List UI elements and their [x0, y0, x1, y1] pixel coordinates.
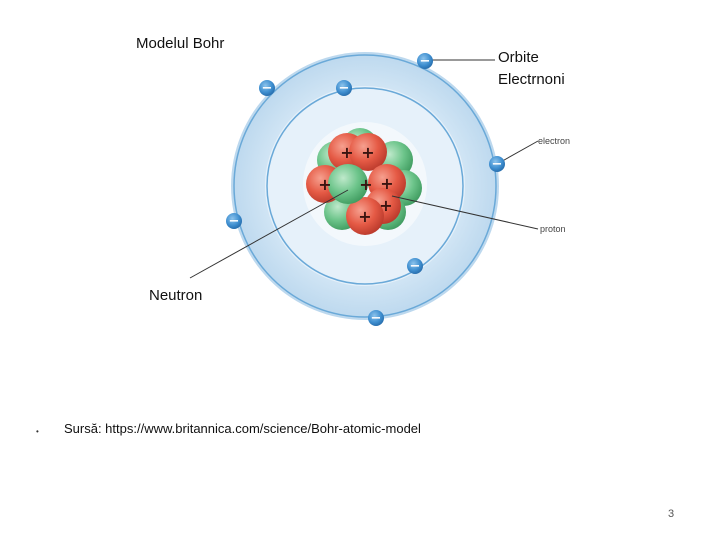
proton-sign: +	[318, 175, 331, 194]
outer-orbit	[233, 54, 497, 318]
proton-sign: +	[359, 175, 372, 194]
proton-sign: +	[361, 143, 374, 162]
source-citation: Sursă: https://www.britannica.com/scienc…	[64, 421, 421, 436]
pointer-line-proton	[391, 195, 539, 230]
electron	[417, 53, 433, 69]
proton	[349, 133, 387, 171]
electrons	[226, 53, 505, 326]
proton-sign: +	[380, 174, 393, 193]
nucleus	[306, 128, 422, 235]
electron-sign: −	[492, 157, 503, 172]
proton	[346, 197, 384, 235]
electron	[368, 310, 384, 326]
electron	[259, 80, 275, 96]
orbit-label-line2: Electrnoni	[498, 71, 565, 88]
neutron-label: Neutron	[149, 287, 203, 304]
callout-proton: proton	[540, 224, 566, 234]
inner-orbit	[266, 87, 464, 285]
electron	[489, 156, 505, 172]
page-number: 3	[668, 508, 675, 520]
electron	[336, 80, 352, 96]
electron	[226, 213, 242, 229]
orbit-label-line1: Orbite	[498, 49, 539, 66]
proton-sign: +	[340, 143, 353, 162]
electron-sign: −	[410, 259, 421, 274]
bullet-marker: •	[36, 427, 39, 436]
electron	[407, 258, 423, 274]
electron-sign: −	[420, 54, 431, 69]
electron-sign: −	[262, 81, 273, 96]
electron-sign: −	[339, 81, 350, 96]
diagram-title: Modelul Bohr	[136, 34, 229, 53]
proton-sign: +	[379, 196, 392, 215]
electron-sign: −	[371, 311, 382, 326]
callout-electron: electron	[538, 136, 570, 146]
electron-sign: −	[229, 214, 240, 229]
proton-sign: +	[358, 207, 371, 226]
pointer-line-neutron	[189, 189, 349, 279]
neutron	[328, 164, 368, 204]
